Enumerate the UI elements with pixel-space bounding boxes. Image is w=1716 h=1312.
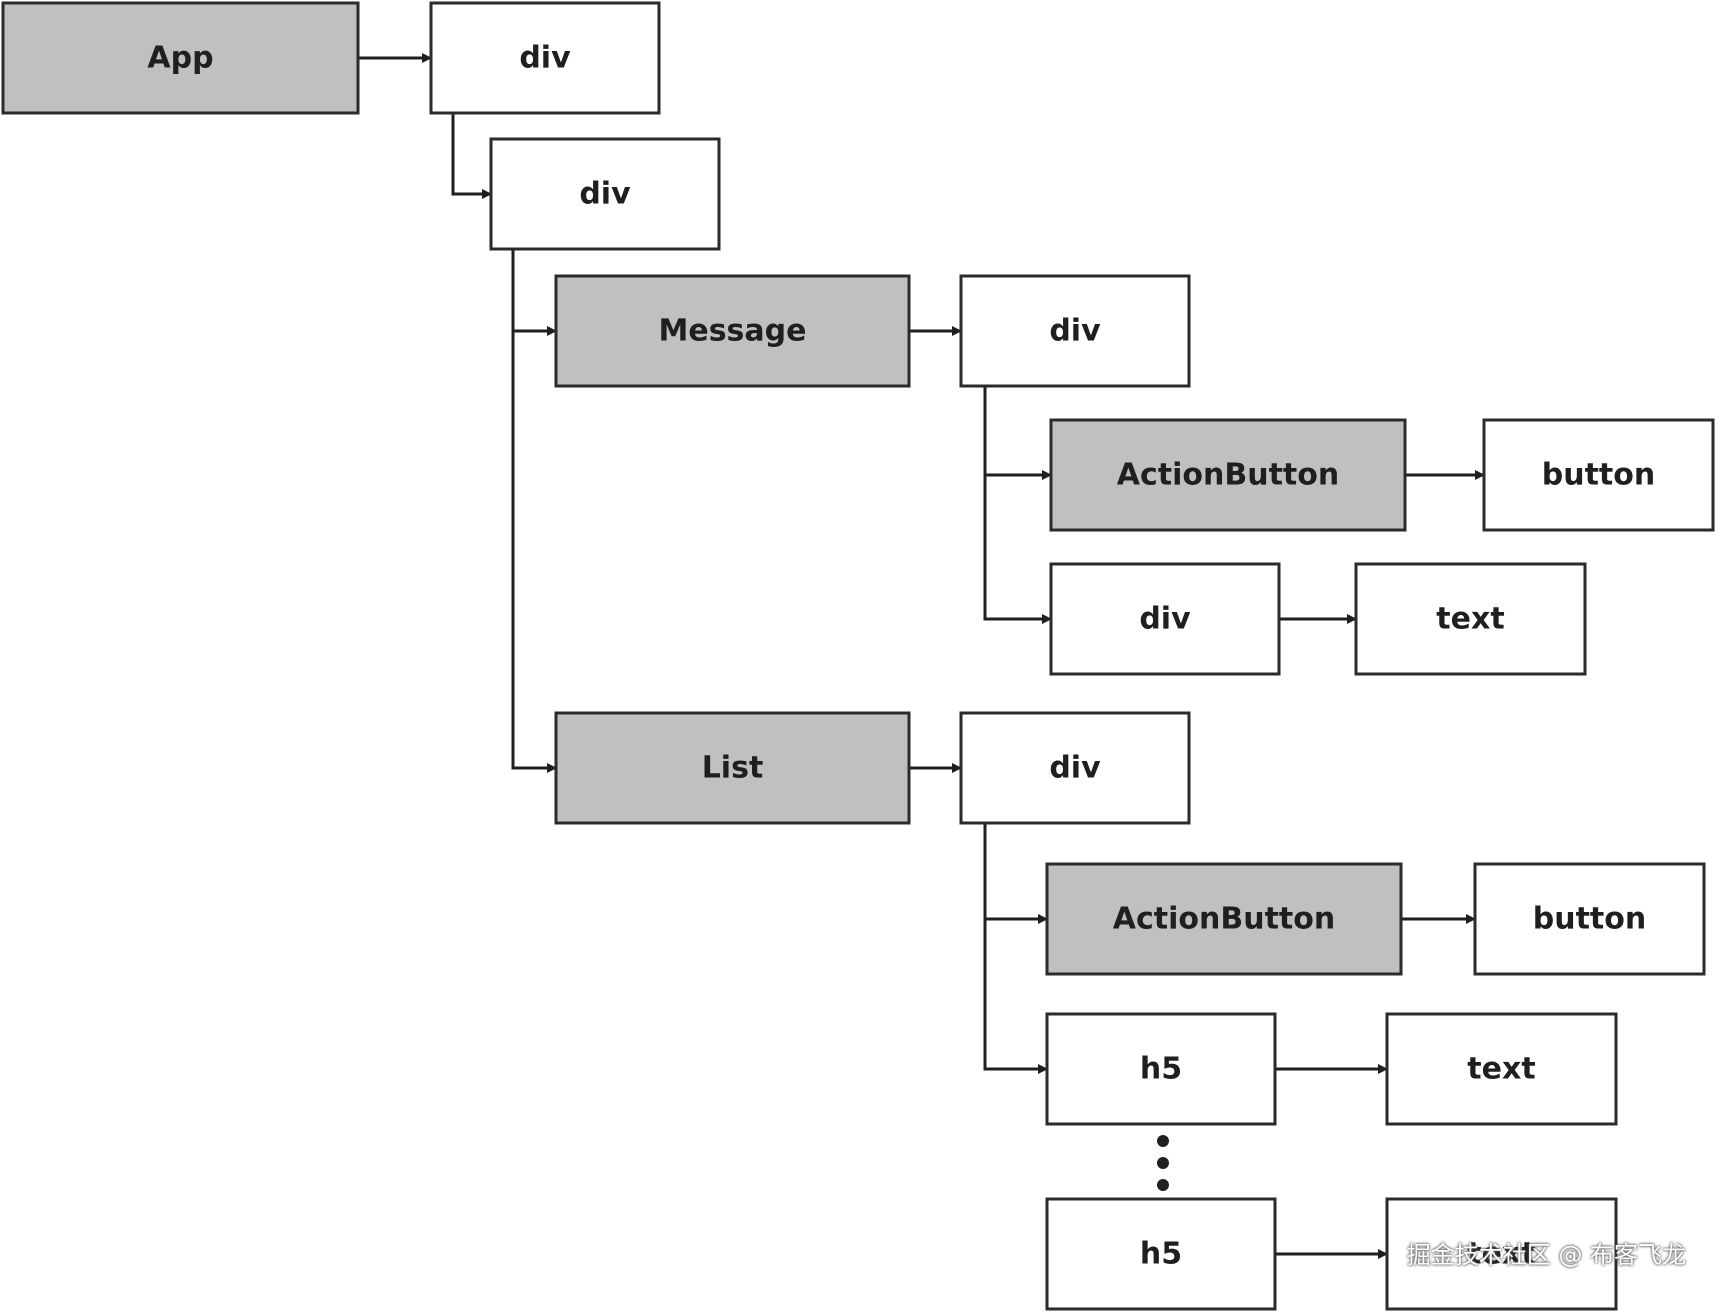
edge-div2-to-list <box>511 249 557 773</box>
node-button2: button <box>1473 862 1706 976</box>
node-label: Message <box>659 314 807 349</box>
node-text3: text <box>1385 1197 1618 1311</box>
node-ab2: ActionButton <box>1045 862 1403 976</box>
ellipsis-dots <box>1157 1135 1169 1191</box>
node-label: div <box>519 41 571 76</box>
node-box <box>1045 1197 1277 1311</box>
node-box <box>1354 562 1587 676</box>
node-app: App <box>1 1 360 115</box>
node-list: List <box>554 711 911 825</box>
node-div3: div <box>959 274 1191 388</box>
node-label: text <box>1436 602 1504 637</box>
node-ab1: ActionButton <box>1049 418 1407 532</box>
node-div4: div <box>1049 562 1281 676</box>
node-box <box>1049 562 1281 676</box>
node-div2: div <box>489 137 721 251</box>
node-box <box>1482 418 1715 532</box>
node-box <box>1045 862 1403 976</box>
node-box <box>554 711 911 825</box>
node-h5b: h5 <box>1045 1197 1277 1311</box>
node-h5a: h5 <box>1045 1012 1277 1126</box>
node-div1: div <box>429 1 661 115</box>
node-box <box>489 137 721 251</box>
node-box <box>1045 1012 1277 1126</box>
edge-div5-to-ab2 <box>983 823 1048 924</box>
node-label: ActionButton <box>1113 902 1335 937</box>
node-label: button <box>1542 458 1655 493</box>
node-text2: text <box>1385 1012 1618 1126</box>
node-label: div <box>579 177 631 212</box>
node-div5: div <box>959 711 1191 825</box>
edge-div2-to-message <box>511 249 557 336</box>
node-text1: text <box>1354 562 1587 676</box>
node-box <box>1385 1012 1618 1126</box>
node-label: h5 <box>1140 1237 1182 1272</box>
edge-div5-to-h5a <box>983 823 1048 1074</box>
node-label: text <box>1467 1237 1535 1272</box>
node-label: div <box>1139 602 1191 637</box>
node-label: div <box>1049 314 1101 349</box>
node-label: ActionButton <box>1117 458 1339 493</box>
node-box <box>554 274 911 388</box>
node-label: App <box>147 41 213 76</box>
watermark: 掘金技术社区 @ 布客飞龙 <box>1406 1241 1686 1269</box>
node-box <box>1473 862 1706 976</box>
edges-layer <box>358 53 1485 1259</box>
node-label: div <box>1049 751 1101 786</box>
node-label: h5 <box>1140 1052 1182 1087</box>
edge-div3-to-ab1 <box>983 386 1052 480</box>
edge-div3-to-div4 <box>983 386 1052 624</box>
node-box <box>1385 1197 1618 1311</box>
node-label: button <box>1533 902 1646 937</box>
node-box <box>959 711 1191 825</box>
node-box <box>1049 418 1407 532</box>
node-label: text <box>1467 1052 1535 1087</box>
node-box <box>1 1 360 115</box>
node-message: Message <box>554 274 911 388</box>
node-box <box>959 274 1191 388</box>
node-button1: button <box>1482 418 1715 532</box>
node-label: List <box>702 751 764 786</box>
edge-div1-to-div2 <box>451 113 492 199</box>
node-box <box>429 1 661 115</box>
